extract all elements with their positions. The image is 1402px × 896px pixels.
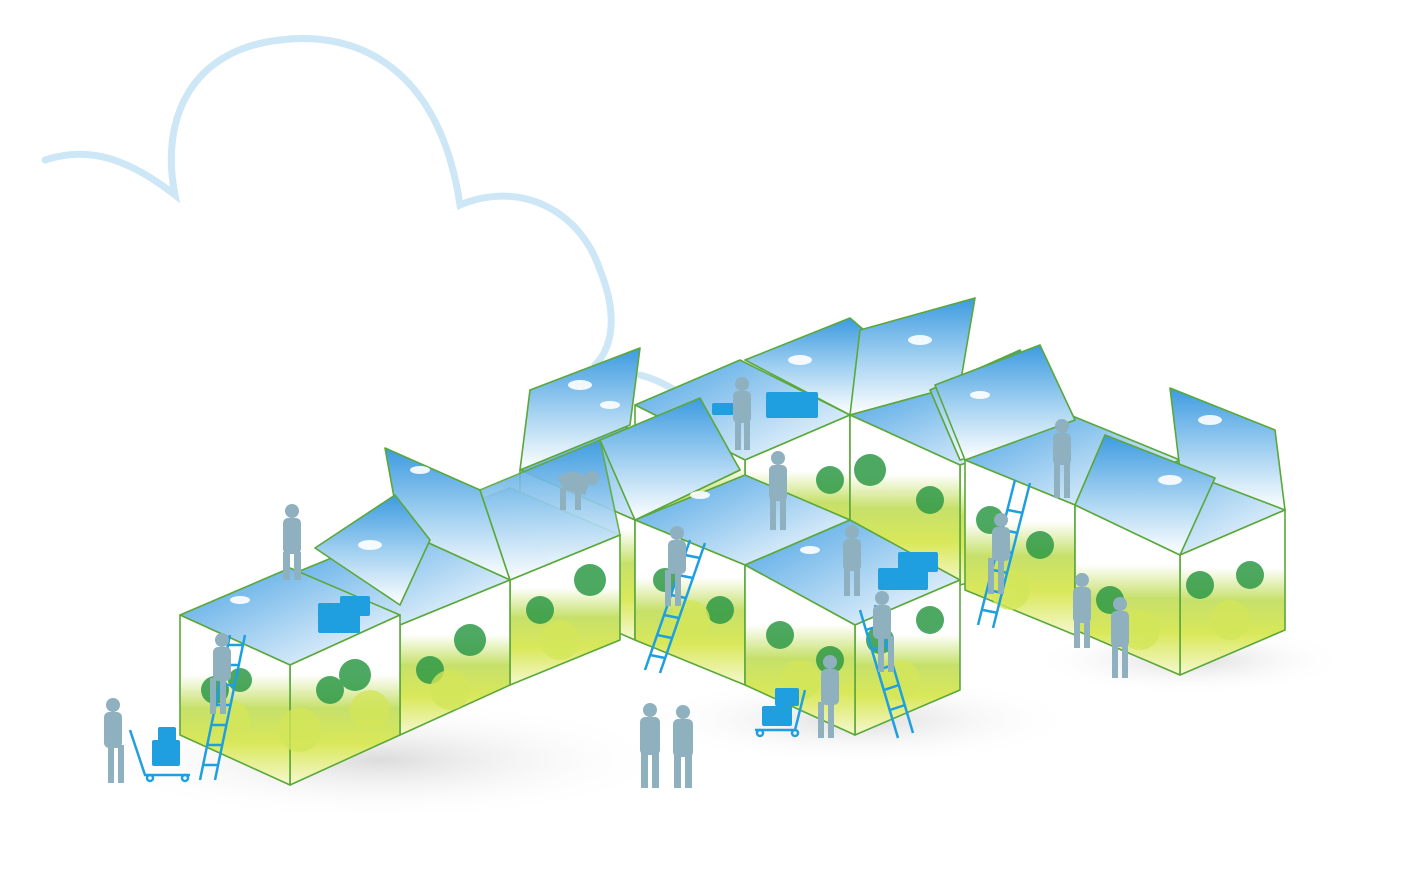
box-c	[384, 439, 621, 686]
worker-figure	[843, 525, 861, 596]
worker-figure	[873, 591, 894, 672]
worker-figure	[673, 705, 693, 788]
worker-figure	[104, 698, 124, 783]
worker-figure	[1053, 419, 1071, 498]
worker-figure	[1073, 573, 1091, 648]
worker-figure	[818, 655, 839, 738]
worker-figure	[665, 526, 686, 606]
box-b	[289, 494, 511, 736]
cloud-outline	[41, 35, 694, 404]
worker-figure	[733, 377, 751, 450]
worker-figure	[1111, 597, 1129, 678]
worker-figure	[210, 633, 231, 714]
crate-stack	[152, 392, 938, 766]
foliage-light	[210, 570, 1250, 752]
worker-figure	[640, 703, 660, 788]
panel-clouds	[230, 335, 1222, 604]
workers	[104, 377, 1129, 788]
worker-figure	[988, 513, 1010, 594]
hand-truck	[128, 689, 807, 783]
worker-figure	[283, 504, 301, 580]
worker-figure	[769, 451, 787, 530]
worker-figure	[557, 471, 599, 510]
